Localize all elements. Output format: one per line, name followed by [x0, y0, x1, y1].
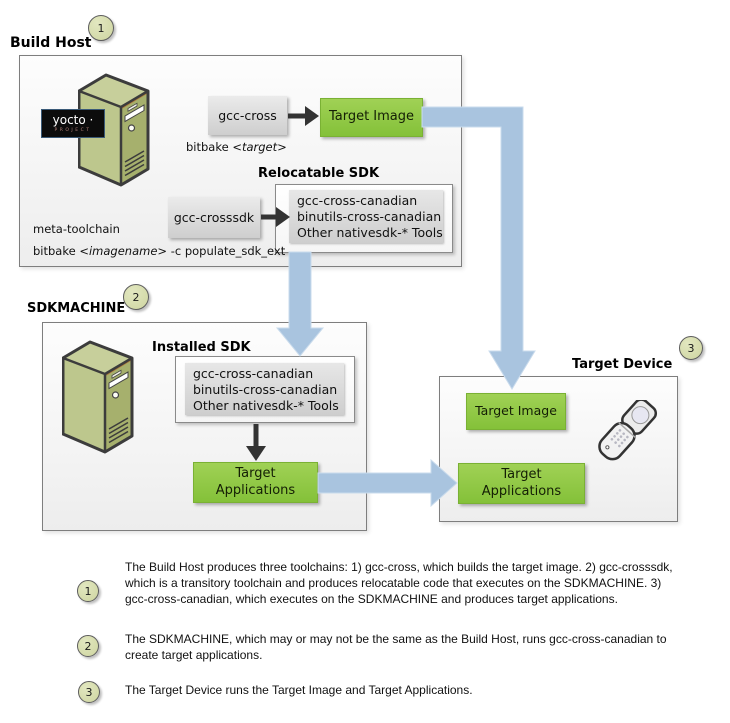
gcc-crosssdk-box: gcc-crosssdk	[168, 197, 260, 238]
yocto-logo-subtitle: PROJECT	[54, 127, 92, 133]
relocatable-sdk-tools: gcc-cross-canadian binutils-cross-canadi…	[289, 190, 443, 243]
target-image-box-buildhost: Target Image	[320, 98, 423, 137]
target-device-badge: 3	[679, 336, 703, 360]
note-1-badge: 1	[77, 580, 99, 602]
build-host-badge: 1	[88, 15, 114, 41]
gcc-cross-box: gcc-cross	[208, 96, 287, 135]
relocatable-sdk-label: Relocatable SDK	[258, 166, 380, 181]
yocto-logo-text: yocto ·	[52, 112, 94, 127]
build-host-label: Build Host	[10, 35, 92, 51]
tool-item: gcc-cross-canadian	[193, 366, 314, 381]
installed-sdk-tools: gcc-cross-canadian binutils-cross-canadi…	[185, 363, 344, 415]
sdkmachine-label: SDKMACHINE	[27, 301, 126, 316]
note-2-text: The SDKMACHINE, which may or may not be …	[125, 632, 667, 663]
sdkmachine-badge: 2	[123, 284, 149, 310]
target-applications-box-device: Target Applications	[458, 463, 585, 504]
computer-tower-icon	[78, 73, 150, 187]
installed-sdk-label: Installed SDK	[152, 340, 251, 355]
target-applications-line2: Applications	[215, 482, 296, 498]
bitbake-sdk-command: bitbake <imagename> -c populate_sdk_ext	[33, 244, 286, 258]
tool-item: binutils-cross-canadian	[297, 209, 442, 225]
tool-item: Other nativesdk-* Tools	[193, 398, 339, 414]
note-3-badge: 3	[78, 681, 100, 703]
target-applications-box-sdkmachine: Target Applications	[193, 462, 318, 503]
computer-tower-icon	[62, 340, 134, 454]
target-device-label: Target Device	[572, 357, 673, 372]
phone-icon	[598, 400, 658, 461]
target-applications-line1: Target	[235, 465, 276, 481]
tool-item: Other nativesdk-* Tools	[297, 225, 443, 241]
target-applications-line1: Target	[501, 466, 542, 482]
target-image-box-device: Target Image	[466, 393, 566, 430]
bitbake-target-command: bitbake <target>	[186, 140, 287, 154]
tool-item: gcc-cross-canadian	[297, 193, 418, 208]
tool-item: binutils-cross-canadian	[193, 382, 338, 398]
meta-toolchain-text: meta-toolchain	[33, 222, 120, 236]
note-3-text: The Target Device runs the Target Image …	[125, 683, 473, 697]
note-2-badge: 2	[77, 635, 99, 657]
note-1-text: The Build Host produces three toolchains…	[125, 560, 673, 607]
target-applications-line2: Applications	[481, 483, 562, 499]
yocto-project-logo: yocto · PROJECT	[41, 109, 105, 138]
